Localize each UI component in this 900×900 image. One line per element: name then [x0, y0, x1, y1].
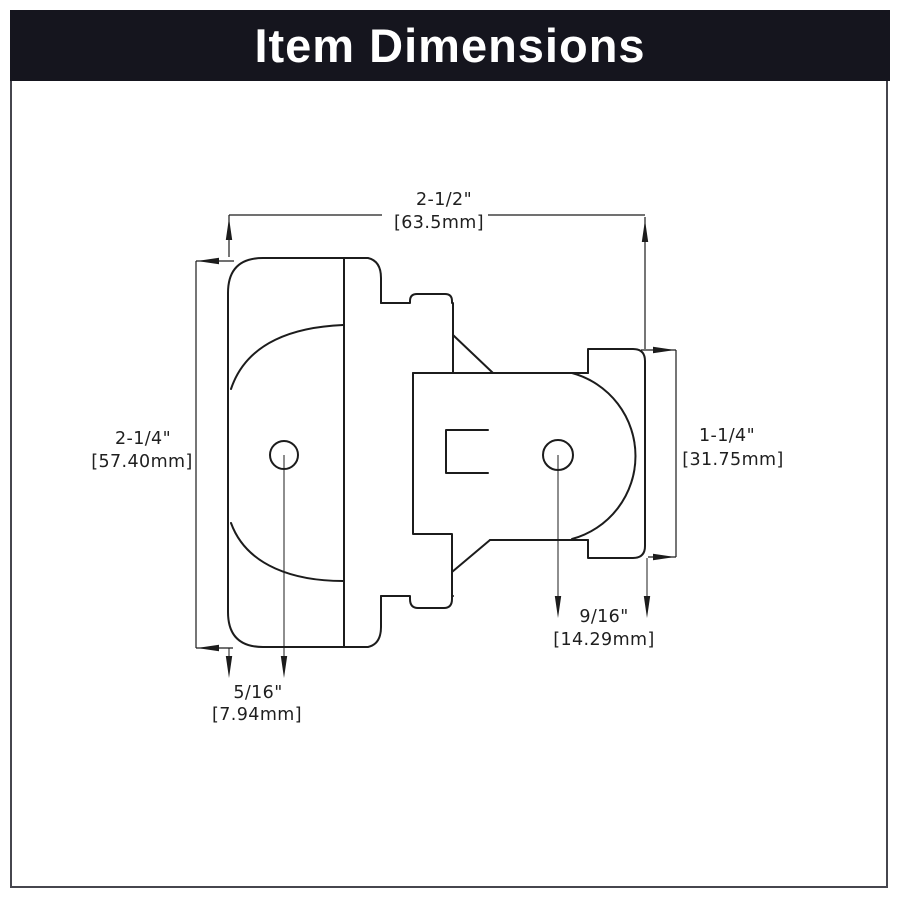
- door-wing-inner-curve-bottom: [230, 522, 344, 582]
- dim-label-mm: [31.75mm]: [682, 450, 783, 470]
- dim-label-inches: 9/16": [579, 607, 628, 627]
- dim-label-mm: [14.29mm]: [553, 630, 654, 650]
- mount-plate-outline: [412, 372, 453, 597]
- arrow-up-icon: [641, 220, 649, 242]
- arrow-right-icon: [653, 553, 675, 561]
- arrow-right-icon: [653, 346, 675, 354]
- arrow-down-icon: [643, 596, 651, 618]
- door-wing-left-edge: [227, 257, 382, 648]
- dim-label-inches: 5/16": [233, 683, 282, 703]
- dimension-overall-height: 2-1/4" [57.40mm]: [91, 257, 234, 652]
- door-wing-inner-curve-top: [230, 324, 344, 390]
- arm-lower-diagonal: [451, 539, 491, 573]
- header-bar: Item Dimensions: [10, 10, 890, 81]
- dim-label-mm: [7.94mm]: [212, 705, 302, 725]
- dim-label-mm: [57.40mm]: [91, 452, 192, 472]
- dim-label-mm: [63.5mm]: [394, 213, 484, 233]
- arrow-left-icon: [197, 644, 219, 652]
- arm-upper-edge: [380, 293, 454, 374]
- door-wing-top-edge: [262, 257, 382, 304]
- frame-wing-outline: [587, 348, 646, 559]
- arrow-down-icon: [280, 656, 288, 678]
- page-title: Item Dimensions: [254, 19, 646, 72]
- arm-lower-edge: [380, 595, 454, 609]
- dimension-wing-height: 1-1/4" [31.75mm]: [641, 346, 783, 561]
- dimension-hole-offset-right: 9/16" [14.29mm]: [553, 455, 654, 650]
- arrow-left-icon: [197, 257, 219, 265]
- dimension-hole-offset-left: 5/16" [7.94mm]: [212, 455, 302, 725]
- dimension-overall-width: 2-1/2" [63.5mm]: [225, 190, 649, 349]
- arm-upper-diagonal: [452, 334, 494, 374]
- dim-label-inches: 2-1/4": [115, 429, 171, 449]
- arrow-up-icon: [225, 218, 233, 240]
- dim-label-inches: 1-1/4": [699, 426, 755, 446]
- knuckle-arc: [571, 372, 637, 540]
- arrow-down-icon: [554, 596, 562, 618]
- cam-tab: [445, 429, 489, 474]
- arrow-down-icon: [225, 656, 233, 678]
- hinge-body: [227, 257, 646, 648]
- dim-label-inches: 2-1/2": [416, 190, 472, 210]
